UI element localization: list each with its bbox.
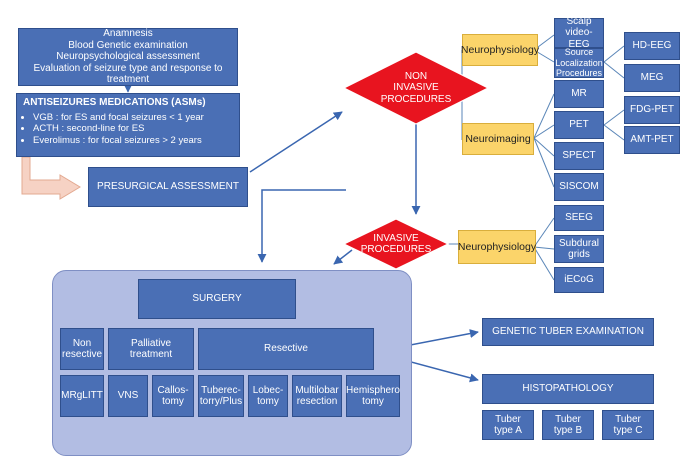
arrow-invasive-surgery — [333, 249, 353, 265]
histopathology-box: HISTOPATHOLOGY — [482, 374, 654, 404]
pet-box: PET — [554, 111, 604, 139]
tuber-type-a-box: Tuber type A — [482, 410, 534, 440]
callosotomy-box: Callos- tomy — [152, 375, 194, 417]
pink-arrow — [21, 156, 81, 200]
vns-box: VNS — [108, 375, 148, 417]
multilobar-box: Multilobar resection — [292, 375, 342, 417]
invasive-label: INVASIVE PROCEDURES — [360, 232, 432, 256]
subdural-grids-box: Subdural grids — [554, 235, 604, 263]
neurophysiology-invasive-box: Neurophysiology — [458, 230, 536, 264]
siscom-box: SISCOM — [554, 173, 604, 201]
invasive-diamond — [342, 218, 450, 270]
mr-box: MR — [554, 80, 604, 108]
fdg-pet-box: FDG-PET — [624, 96, 680, 124]
palliative-treatment-box: Palliative treatment — [108, 328, 194, 370]
resective-box: Resective — [198, 328, 374, 370]
tuberectomy-box: Tuberec- torry/Plus — [198, 375, 244, 417]
amt-pet-box: AMT-PET — [624, 126, 680, 154]
presurgical-box: PRESURGICAL ASSESSMENT — [88, 167, 248, 207]
non-resective-box: Non resective — [60, 328, 104, 370]
non-invasive-diamond — [342, 51, 490, 125]
source-localization-box: Source Localization Procedures — [554, 47, 604, 79]
asm-list: VGB : for ES and focal seizures < 1 year… — [23, 112, 233, 148]
asm-item-vgb: VGB : for ES and focal seizures < 1 year — [33, 112, 233, 124]
neuroimaging-box: Neuroimaging — [462, 123, 534, 155]
arrow-presurgical-noninvasive — [249, 111, 343, 173]
meg-box: MEG — [624, 64, 680, 92]
asm-item-acth: ACTH : second-line for ES — [33, 123, 233, 135]
asm-title: ANTISEIZURES MEDICATIONS (ASMs) — [23, 97, 206, 108]
tuber-type-b-box: Tuber type B — [542, 410, 594, 440]
seeg-box: SEEG — [554, 205, 604, 231]
neurophysiology-box: Neurophysiology — [461, 34, 539, 66]
lobectomy-box: Lobec- tomy — [248, 375, 288, 417]
surgery-box: SURGERY — [138, 279, 296, 319]
hd-eeg-box: HD-EEG — [624, 32, 680, 60]
genetic-tuber-box: GENETIC TUBER EXAMINATION — [482, 318, 654, 346]
spect-box: SPECT — [554, 142, 604, 170]
tuber-type-c-box: Tuber type C — [602, 410, 654, 440]
arrow-presurgical-surgery — [257, 189, 346, 263]
asm-item-everolimus: Everolimus : for focal seizures > 2 year… — [33, 135, 233, 147]
asm-box: ANTISEIZURES MEDICATIONS (ASMs) VGB : fo… — [16, 93, 240, 157]
non-invasive-label: NON INVASIVE PROCEDURES — [380, 70, 452, 105]
iecog-box: iECoG — [554, 267, 604, 293]
mrglitt-box: MRgLITT — [60, 375, 104, 417]
hemispherotomy-box: Hemisphero tomy — [346, 375, 400, 417]
scalp-eeg-box: Scalp video-EEG — [554, 16, 604, 50]
anamnesis-box: Anamnesis Blood Genetic examination Neur… — [18, 28, 238, 86]
